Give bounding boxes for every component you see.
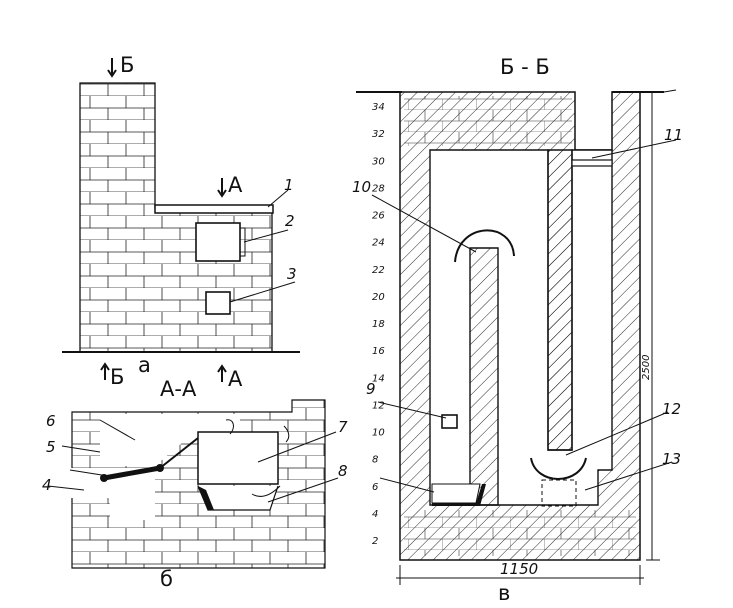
view-a-letter: а: [138, 353, 151, 377]
callout-9: 9: [366, 380, 376, 398]
clean-out-door: [441, 414, 458, 429]
callout-3: 3: [287, 265, 297, 283]
cut-b-top-label: Б: [120, 53, 134, 77]
view-c-section-label: Б - Б: [500, 55, 550, 79]
ash-door: [205, 291, 231, 315]
callout-1: 1: [284, 176, 294, 194]
row-number: 2: [372, 536, 378, 547]
cut-a-bottom-label: А: [228, 367, 243, 391]
callout-4: 4: [42, 476, 52, 494]
cut-b-bottom-label: Б: [110, 365, 124, 389]
fire-door: [195, 222, 241, 262]
callout-11: 11: [664, 126, 683, 144]
callout-12: 12: [662, 400, 681, 418]
height-dimension: 2500: [641, 355, 652, 380]
view-a-section-label: А-А: [160, 377, 197, 401]
row-number: 10: [372, 428, 385, 439]
row-number: 4: [372, 509, 378, 520]
row-number: 22: [372, 265, 385, 276]
view-a-elevation: [62, 58, 300, 382]
view-c-letter: в: [498, 581, 510, 605]
callout-7: 7: [338, 418, 348, 436]
callout-10: 10: [352, 178, 371, 196]
row-number: 32: [372, 129, 385, 140]
view-b-letter: б: [160, 567, 173, 591]
callout-6: 6: [46, 412, 56, 430]
callout-2: 2: [285, 212, 295, 230]
row-number: 24: [372, 238, 385, 249]
row-number: 6: [372, 482, 378, 493]
row-number: 26: [372, 211, 385, 222]
top-plate: [154, 204, 274, 214]
callout-5: 5: [46, 438, 56, 456]
row-number: 18: [372, 319, 385, 330]
row-number: 34: [372, 102, 385, 113]
row-number: 8: [372, 455, 378, 466]
cut-a-top-label: А: [228, 173, 243, 197]
row-number: 12: [372, 400, 385, 411]
view-c-section: [356, 89, 677, 585]
row-number: 28: [372, 183, 385, 194]
firebox: [197, 431, 279, 485]
width-dimension: 1150: [500, 560, 538, 578]
row-number: 20: [372, 292, 385, 303]
row-number: 14: [372, 373, 385, 384]
callout-8: 8: [338, 462, 348, 480]
callout-13: 13: [662, 450, 681, 468]
row-number: 16: [372, 346, 385, 357]
view-b-cut: [47, 399, 339, 569]
row-number: 30: [372, 156, 385, 167]
damper: [571, 159, 613, 167]
